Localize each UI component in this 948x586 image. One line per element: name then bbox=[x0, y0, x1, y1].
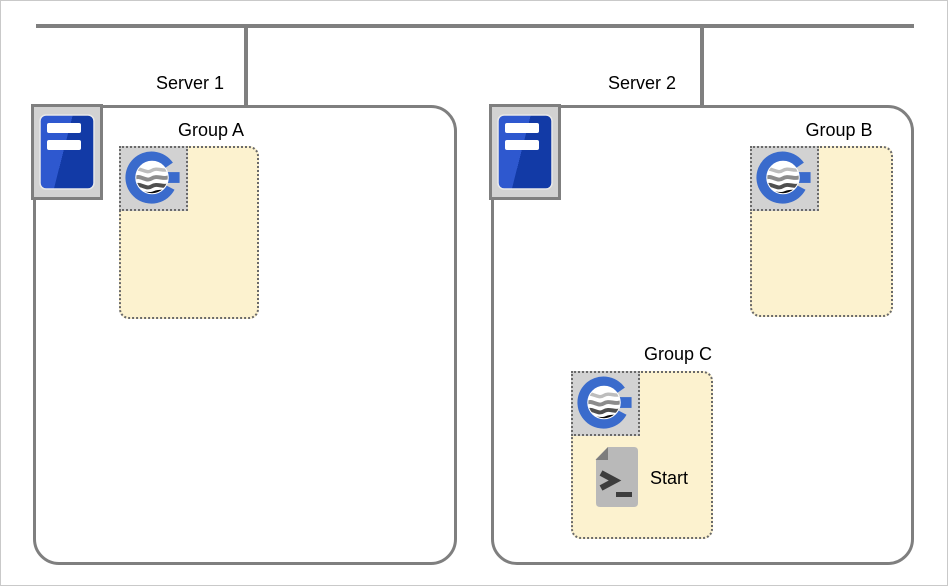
network-bus-line bbox=[36, 24, 914, 28]
g-logo-icon bbox=[119, 146, 188, 211]
group-b-label: Group B bbox=[805, 120, 873, 140]
group-a-label: Group A bbox=[177, 120, 245, 140]
server1-label: Server 1 bbox=[155, 73, 225, 93]
server2-label: Server 2 bbox=[607, 73, 677, 93]
server2-drop-connector-line bbox=[700, 24, 704, 107]
g-logo-icon bbox=[750, 146, 819, 211]
server-tower-icon bbox=[31, 104, 103, 200]
group-c-label: Group C bbox=[643, 344, 713, 364]
script-start-label: Start bbox=[650, 468, 689, 488]
g-logo-icon bbox=[571, 371, 640, 436]
script-start-icon bbox=[593, 446, 640, 509]
server1-drop-connector-line bbox=[244, 24, 248, 107]
server-tower-icon bbox=[489, 104, 561, 200]
